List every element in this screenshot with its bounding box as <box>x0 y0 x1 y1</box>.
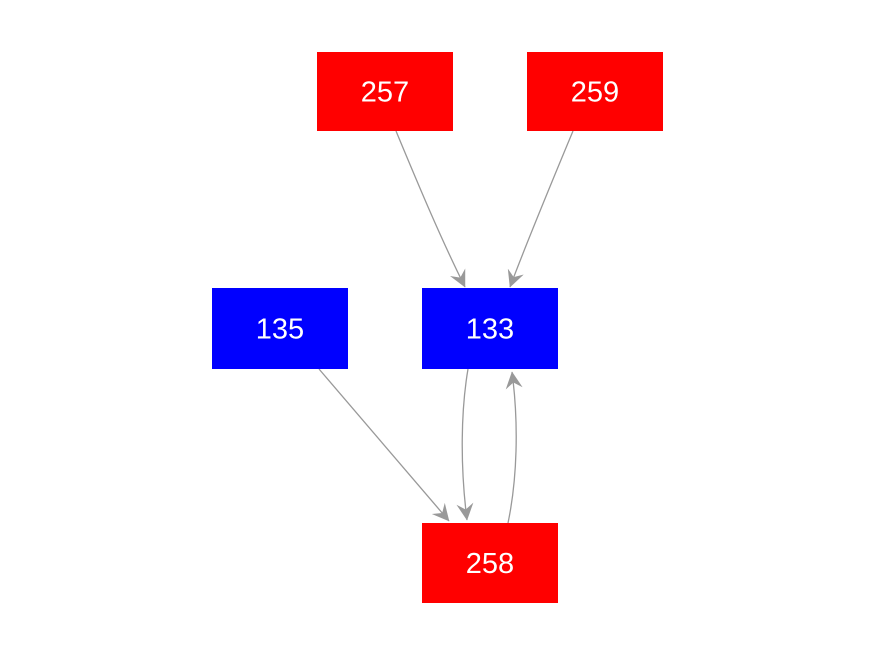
edge-133-to-258 <box>456 368 474 521</box>
node-rect-135[interactable] <box>212 288 348 369</box>
edge-135-to-258 <box>318 368 450 522</box>
graph-node-258[interactable]: 258 <box>422 523 558 603</box>
node-rect-259[interactable] <box>527 52 663 131</box>
node-rect-258[interactable] <box>422 523 558 603</box>
graph-node-257[interactable]: 257 <box>317 52 453 131</box>
node-rect-133[interactable] <box>422 288 558 369</box>
nodes-layer: 257 259 135 133 258 <box>212 52 663 603</box>
node-rect-257[interactable] <box>317 52 453 131</box>
graph-node-133[interactable]: 133 <box>422 288 558 369</box>
edge-258-to-133 <box>505 371 523 524</box>
graph-node-259[interactable]: 259 <box>527 52 663 131</box>
edge-257-to-133 <box>395 130 466 288</box>
graph-node-135[interactable]: 135 <box>212 288 348 369</box>
edge-259-to-133 <box>507 130 574 288</box>
edges-layer <box>318 130 574 524</box>
